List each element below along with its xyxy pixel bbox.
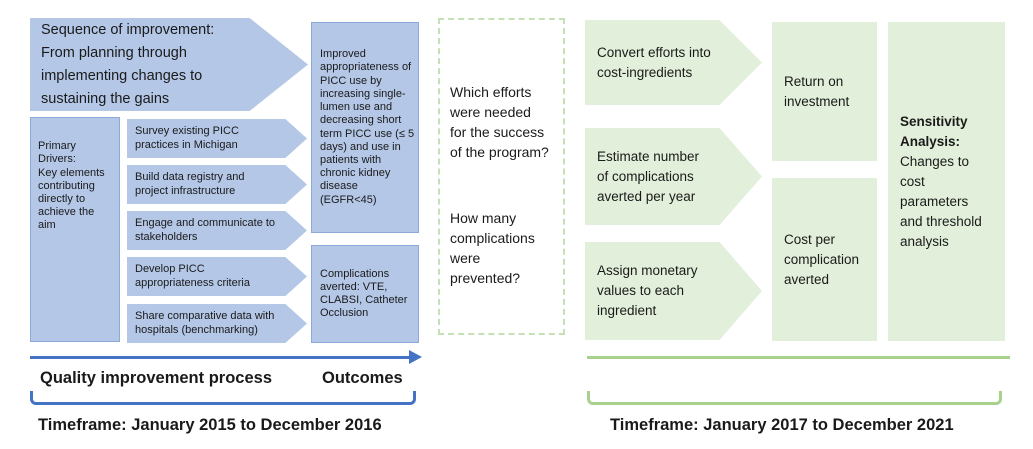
driver-arrow-benchmarking-text: Share comparative data with hospitals (b… [135,310,275,336]
driver-arrow-engage: Engage and communicate to stakeholders [127,211,307,250]
driver-arrow-criteria-text: Develop PICC appropriateness criteria [135,263,250,289]
outcome-complications-averted-box: Complications averted: VTE, CLABSI, Cath… [311,245,419,343]
sensitivity-analysis-title: Sensitivity Analysis: [900,113,968,149]
quality-improvement-process-label: Quality improvement process [40,369,272,387]
sequence-of-improvement-text: Sequence of improvement: From planning t… [41,21,215,107]
driver-arrow-registry: Build data registry and project infrastr… [127,165,307,204]
outcome-improved-appropriateness-box: Improved appropriateness of PICC use by … [311,22,419,233]
step-arrow-convert-efforts: Convert efforts into cost-ingredients [585,20,762,105]
step-arrow-assign-values: Assign monetary values to each ingredien… [585,242,762,340]
step-arrow-estimate-complications-text: Estimate number of complications averted… [597,148,700,204]
timeframe-2017-2021-bracket [587,391,1002,405]
return-on-investment-box: Return on investment [772,22,877,161]
cost-per-complication-text: Cost per complication averted [784,231,860,287]
question-efforts: Which efforts were needed for the succes… [450,84,549,160]
step-arrow-convert-efforts-text: Convert efforts into cost-ingredients [597,44,711,80]
driver-arrow-registry-text: Build data registry and project infrastr… [135,171,245,197]
evaluation-questions-box: Which efforts were needed for the succes… [438,18,565,335]
timeframe-2015-2016-bracket [30,391,416,405]
primary-drivers-text: Primary Drivers: Key elements contributi… [38,140,105,232]
driver-arrow-survey: Survey existing PICC practices in Michig… [127,119,307,158]
outcomes-label: Outcomes [322,369,403,387]
primary-drivers-box: Primary Drivers: Key elements contributi… [30,117,120,342]
outcome-complications-text: Complications averted: VTE, CLABSI, Cath… [320,267,408,320]
step-arrow-assign-values-text: Assign monetary values to each ingredien… [597,263,698,318]
sequence-of-improvement-arrow: Sequence of improvement: From planning t… [30,18,308,111]
question-complications: How many complications were prevented? [450,210,535,286]
cost-analysis-axis-line [587,356,1010,359]
return-on-investment-text: Return on investment [784,73,850,109]
step-arrow-estimate-complications: Estimate number of complications averted… [585,128,762,225]
timeframe-2017-2021-label: Timeframe: January 2017 to December 2021 [610,416,954,434]
qi-process-axis-arrowhead-icon [409,350,422,364]
driver-arrow-criteria: Develop PICC appropriateness criteria [127,257,307,296]
sensitivity-analysis-box: Sensitivity Analysis: Changes to cost pa… [888,22,1005,341]
outcome-improved-text: Improved appropriateness of PICC use by … [320,48,415,206]
driver-arrow-survey-text: Survey existing PICC practices in Michig… [135,125,239,151]
driver-arrow-engage-text: Engage and communicate to stakeholders [135,217,276,243]
sensitivity-analysis-body: Changes to cost parameters and threshold… [900,153,982,249]
qi-process-axis-line [30,356,410,359]
cost-per-complication-box: Cost per complication averted [772,178,877,341]
timeframe-2015-2016-label: Timeframe: January 2015 to December 2016 [38,416,382,434]
driver-arrow-benchmarking: Share comparative data with hospitals (b… [127,304,307,343]
